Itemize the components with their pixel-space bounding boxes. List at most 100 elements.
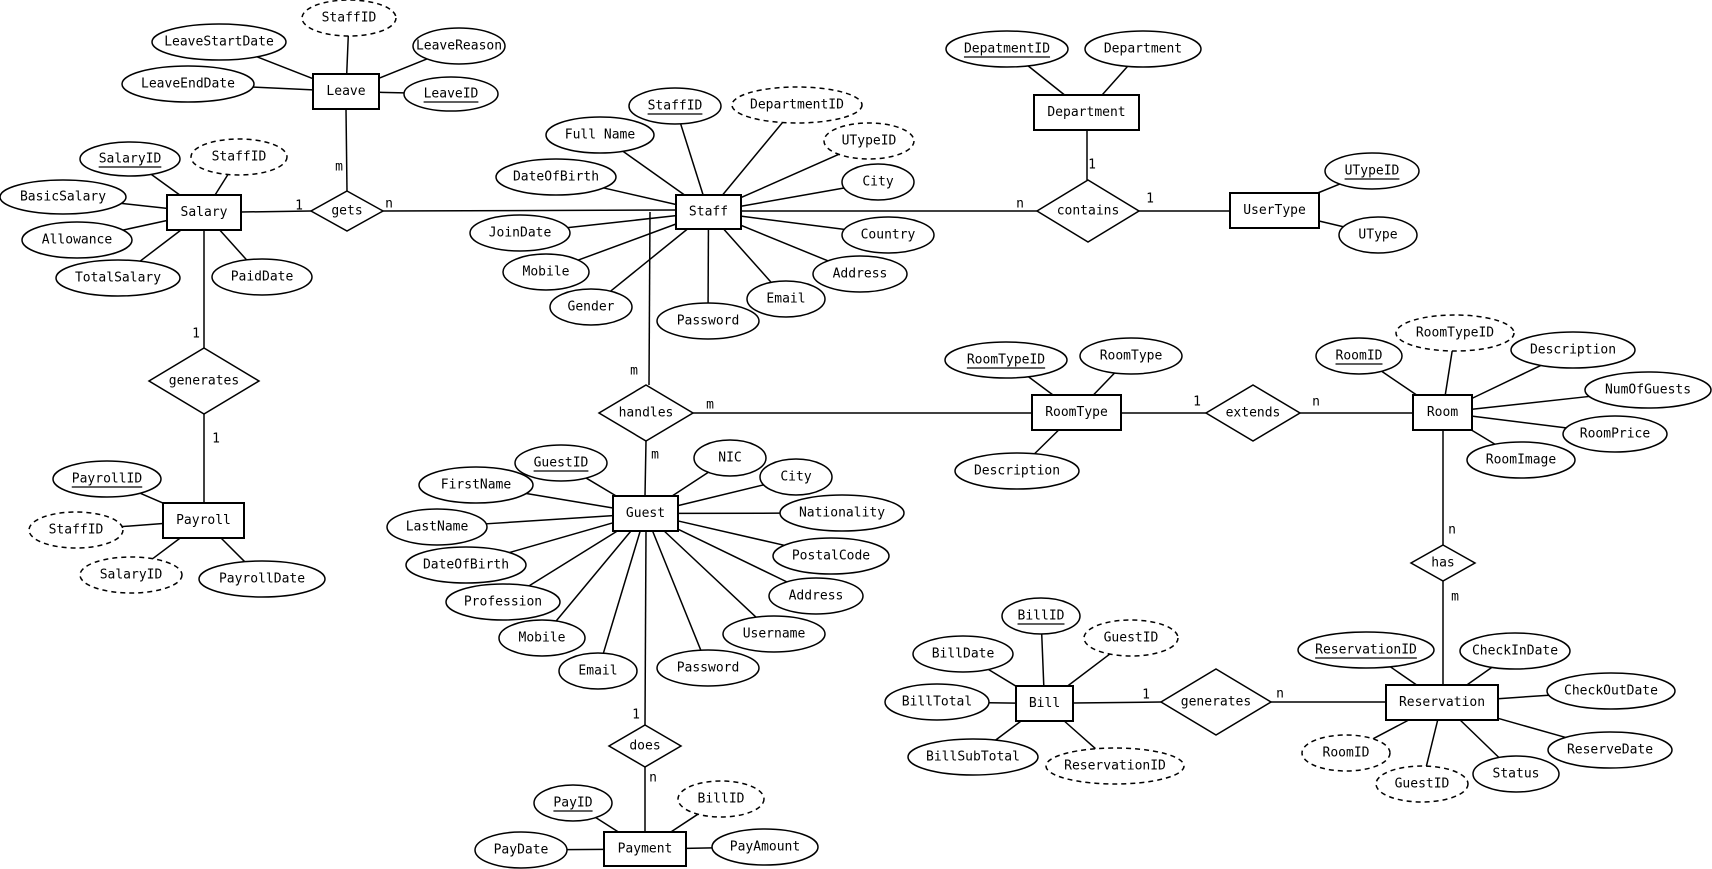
attribute-bill-billsubtotal[interactable]: BillSubTotal: [907, 738, 1039, 776]
primary-key-label: UTypeID: [1345, 164, 1400, 179]
entity-room[interactable]: Room: [1412, 394, 1473, 431]
primary-key-label: BillID: [1018, 609, 1065, 624]
attribute-staff-utypeid[interactable]: UTypeID: [823, 122, 915, 160]
entity-reservation[interactable]: Reservation: [1385, 684, 1499, 721]
attribute-payment-payamount[interactable]: PayAmount: [711, 828, 819, 866]
attribute-usertype-utype[interactable]: UType: [1338, 216, 1418, 254]
attribute-staff-address[interactable]: Address: [812, 255, 908, 293]
attribute-leave-staffid[interactable]: StaffID: [301, 0, 397, 37]
entity-staff[interactable]: Staff: [675, 194, 742, 230]
attribute-guest-guestid[interactable]: GuestID: [514, 444, 608, 482]
attribute-payment-paydate[interactable]: PayDate: [474, 831, 568, 869]
attribute-guest-city[interactable]: City: [759, 458, 833, 496]
attribute-salary-staffid[interactable]: StaffID: [190, 138, 288, 176]
attribute-leave-leavestartdate[interactable]: LeaveStartDate: [151, 23, 287, 61]
attribute-staff-city[interactable]: City: [841, 163, 915, 201]
attribute-staff-password[interactable]: Password: [656, 302, 760, 340]
attribute-guest-nic[interactable]: NIC: [693, 439, 767, 477]
attribute-reservation-checkoutdate[interactable]: CheckOutDate: [1546, 672, 1676, 710]
attribute-guest-lastname[interactable]: LastName: [386, 508, 488, 546]
attribute-guest-username[interactable]: Username: [722, 615, 826, 653]
attribute-room-roomprice[interactable]: RoomPrice: [1562, 415, 1668, 453]
relationship-contains[interactable]: contains: [1035, 179, 1141, 243]
attribute-bill-billtotal[interactable]: BillTotal: [884, 683, 990, 721]
entity-box: [162, 502, 245, 539]
attribute-reservation-guestid[interactable]: GuestID: [1375, 765, 1469, 803]
attribute-payment-payid[interactable]: PayID: [533, 784, 613, 822]
payroll-payrollid-connector: [139, 492, 164, 504]
attribute-guest-dateofbirth[interactable]: DateOfBirth: [405, 546, 527, 584]
entity-department[interactable]: Department: [1033, 94, 1140, 131]
entity-salary[interactable]: Salary: [166, 194, 242, 231]
entity-guest[interactable]: Guest: [612, 495, 679, 532]
attribute-staff-gender[interactable]: Gender: [549, 288, 633, 326]
staff-email-connector: [723, 228, 772, 283]
relationship-extends[interactable]: extends: [1204, 384, 1302, 442]
attribute-guest-email[interactable]: Email: [558, 652, 638, 690]
attribute-reservation-reservedate[interactable]: ReserveDate: [1547, 731, 1673, 769]
attribute-staff-departmentid[interactable]: DepartmentID: [731, 86, 863, 124]
attribute-staff-joindate[interactable]: JoinDate: [469, 214, 571, 252]
entity-payroll[interactable]: Payroll: [162, 502, 245, 539]
attribute-staff-email[interactable]: Email: [746, 280, 826, 318]
entity-usertype[interactable]: UserType: [1229, 192, 1320, 229]
attribute-ellipse: [502, 253, 590, 291]
entity-roomtype[interactable]: RoomType: [1031, 394, 1122, 431]
attribute-room-numofguests[interactable]: NumOfGuests: [1584, 371, 1712, 409]
attribute-guest-address[interactable]: Address: [768, 577, 864, 615]
attribute-roomtype-roomtype[interactable]: RoomType: [1079, 337, 1183, 375]
attribute-guest-profession[interactable]: Profession: [445, 583, 561, 621]
attribute-bill-guestid[interactable]: GuestID: [1083, 619, 1179, 657]
attribute-staff-fullname[interactable]: Full Name: [545, 116, 655, 154]
entity-payment[interactable]: Payment: [603, 831, 687, 867]
attribute-department-depatmentid[interactable]: DepatmentID: [945, 30, 1069, 68]
attribute-label: BillID: [698, 792, 745, 807]
attribute-bill-billid[interactable]: BillID: [1001, 597, 1081, 635]
attribute-reservation-reservationid[interactable]: ReservationID: [1297, 631, 1435, 669]
attribute-reservation-roomid[interactable]: RoomID: [1301, 734, 1391, 772]
attribute-roomtype-roomtypeid[interactable]: RoomTypeID: [944, 341, 1068, 379]
attribute-staff-mobile[interactable]: Mobile: [502, 253, 590, 291]
attribute-salary-basicsalary[interactable]: BasicSalary: [0, 179, 127, 215]
relationship-has[interactable]: has: [1409, 544, 1477, 582]
relationship-generates-bill[interactable]: generates: [1159, 668, 1273, 736]
attribute-staff-dateofbirth[interactable]: DateOfBirth: [495, 158, 617, 196]
attribute-reservation-status[interactable]: Status: [1472, 755, 1560, 793]
attribute-payroll-payrollid[interactable]: PayrollID: [52, 460, 162, 498]
attribute-payroll-salaryid[interactable]: SalaryID: [79, 556, 183, 594]
attribute-leave-leaveenddate[interactable]: LeaveEndDate: [121, 65, 255, 103]
attribute-room-roomid[interactable]: RoomID: [1315, 337, 1403, 375]
attribute-leave-leavereason[interactable]: LeaveReason: [412, 27, 506, 65]
attribute-guest-mobile[interactable]: Mobile: [498, 619, 586, 657]
handles-guest-line: [644, 440, 647, 497]
relationship-does[interactable]: does: [607, 724, 683, 768]
relationship-handles[interactable]: handles: [597, 384, 695, 442]
attribute-roomtype-description[interactable]: Description: [954, 452, 1080, 490]
attribute-reservation-checkindate[interactable]: CheckInDate: [1459, 632, 1571, 670]
attribute-guest-firstname[interactable]: FirstName: [418, 466, 534, 504]
attribute-staff-country[interactable]: Country: [841, 216, 935, 254]
attribute-usertype-utypeid[interactable]: UTypeID: [1324, 152, 1420, 190]
attribute-payroll-staffid[interactable]: StaffID: [28, 511, 124, 549]
attribute-payment-billid[interactable]: BillID: [677, 780, 765, 818]
attribute-guest-nationality[interactable]: Nationality: [779, 494, 905, 532]
attribute-department-department[interactable]: Department: [1084, 30, 1202, 68]
relationship-generates-payroll[interactable]: generates: [147, 347, 261, 415]
attribute-salary-allowance[interactable]: Allowance: [21, 221, 133, 259]
attribute-guest-postalcode[interactable]: PostalCode: [772, 537, 890, 575]
entity-leave[interactable]: Leave: [312, 73, 380, 110]
relationship-gets[interactable]: gets: [309, 190, 385, 232]
attribute-guest-password[interactable]: Password: [656, 649, 760, 687]
attribute-salary-salaryid[interactable]: SalaryID: [79, 141, 181, 177]
attribute-salary-totalsalary[interactable]: TotalSalary: [55, 259, 181, 297]
attribute-leave-leaveid[interactable]: LeaveID: [403, 76, 499, 112]
attribute-room-description[interactable]: Description: [1510, 331, 1636, 369]
attribute-room-roomimage[interactable]: RoomImage: [1466, 441, 1576, 479]
attribute-staff-staffid[interactable]: StaffID: [628, 87, 722, 125]
attribute-bill-reservationid[interactable]: ReservationID: [1045, 747, 1185, 785]
attribute-salary-paiddate[interactable]: PaidDate: [211, 258, 313, 296]
attribute-room-roomtypeid[interactable]: RoomTypeID: [1395, 314, 1515, 352]
attribute-payroll-payrolldate[interactable]: PayrollDate: [198, 560, 326, 598]
attribute-bill-billdate[interactable]: BillDate: [912, 635, 1014, 673]
entity-bill[interactable]: Bill: [1015, 685, 1074, 722]
